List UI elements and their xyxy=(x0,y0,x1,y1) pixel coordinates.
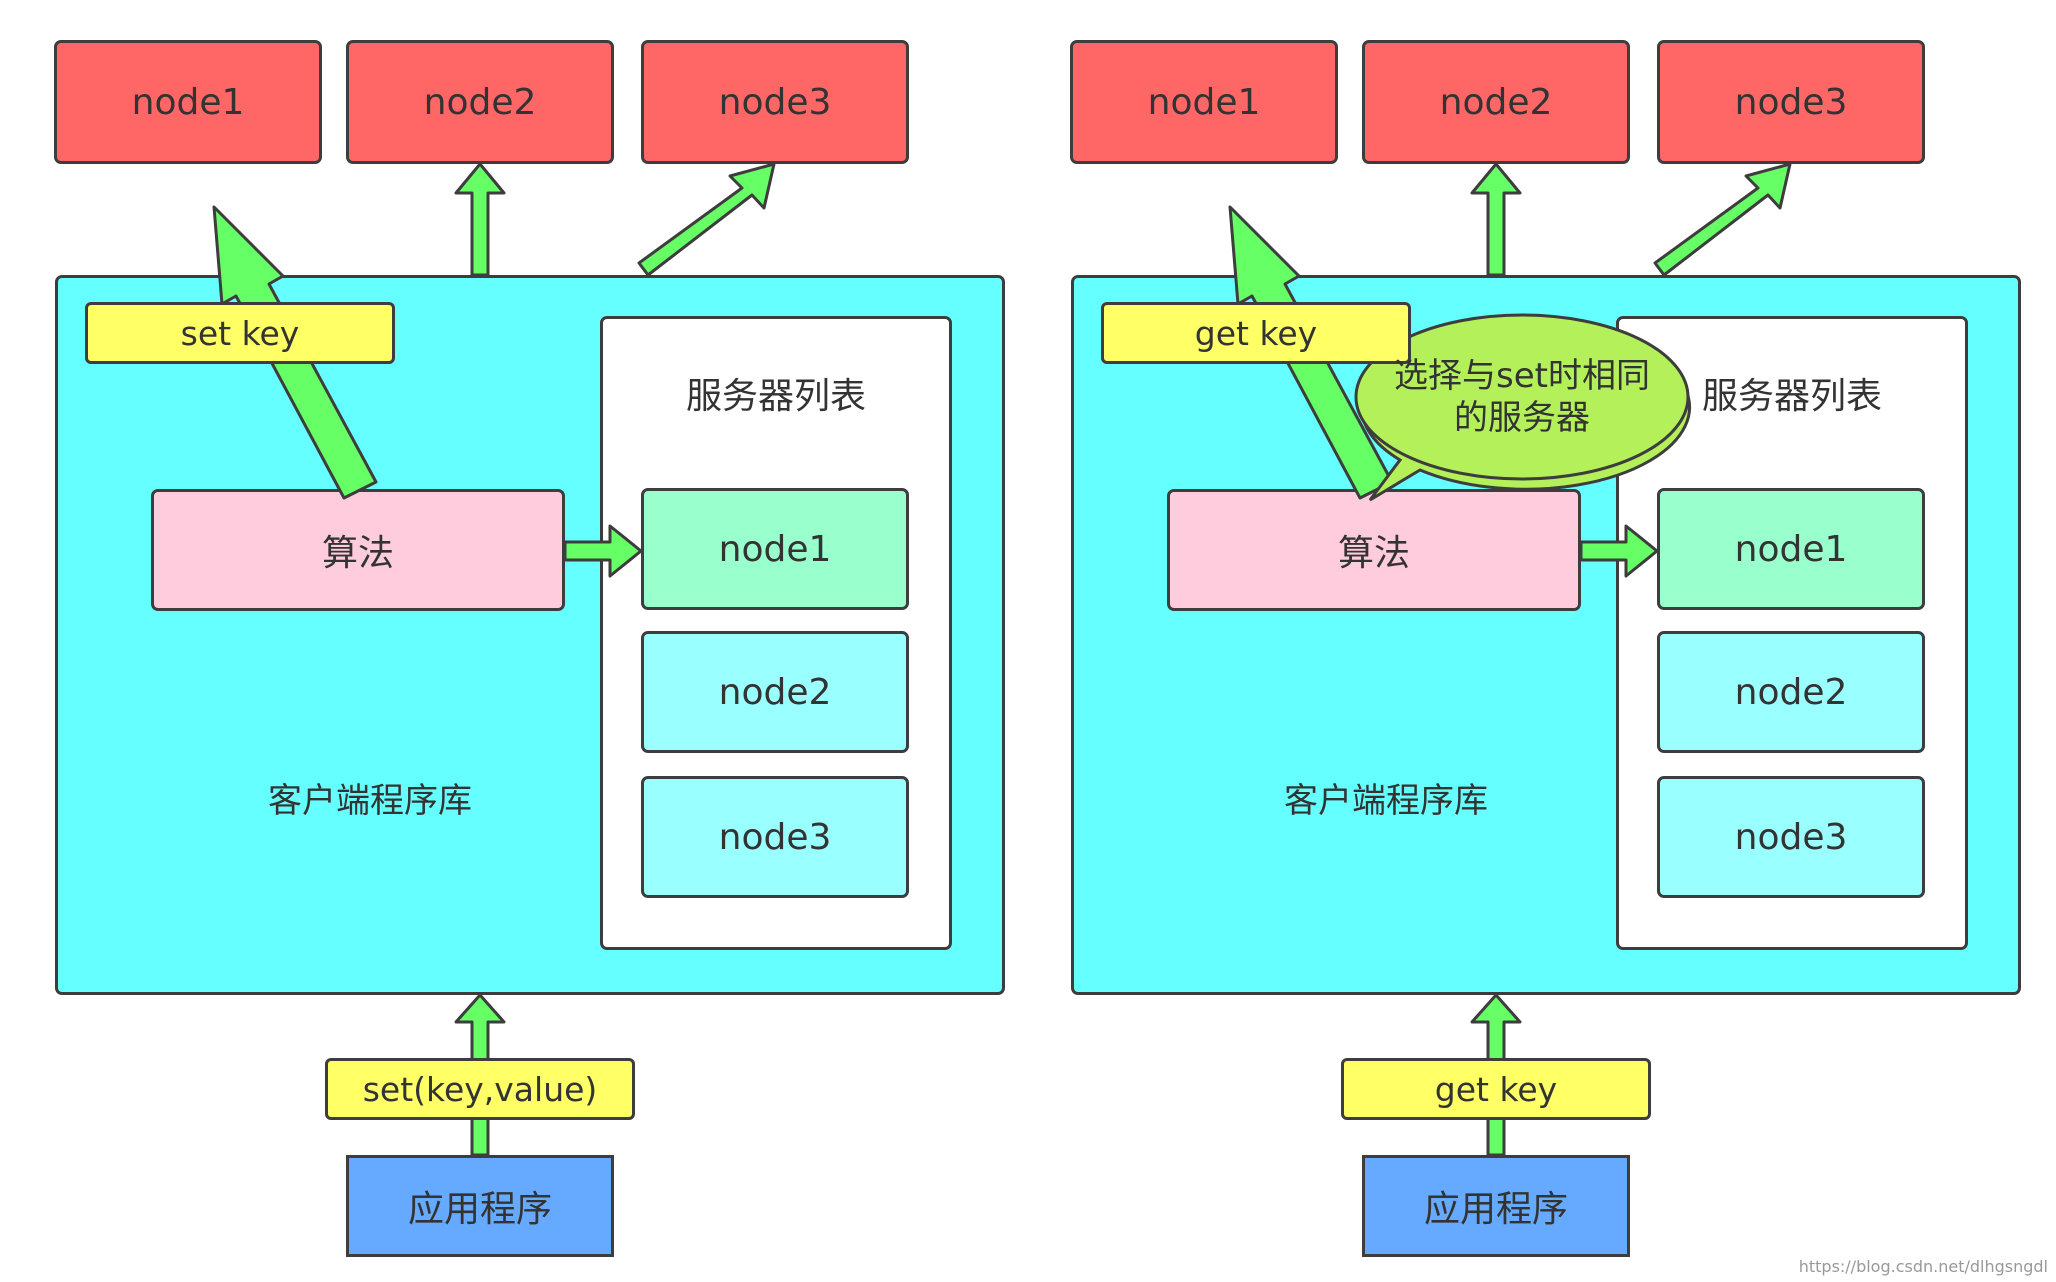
right-top-node1: node1 xyxy=(1070,40,1338,164)
right-top-node2: node2 xyxy=(1362,40,1630,164)
left-application-box: 应用程序 xyxy=(346,1155,614,1257)
right-server-list-node2: node2 xyxy=(1657,631,1925,753)
left-set-key-label: set key xyxy=(85,302,395,364)
left-server-list-node1: node1 xyxy=(641,488,909,610)
right-top-node3: node3 xyxy=(1657,40,1925,164)
left-arrow-to-list xyxy=(563,524,643,578)
right-client-library-label: 客户端程序库 xyxy=(1284,781,1488,821)
left-top-node1: node1 xyxy=(54,40,322,164)
left-set-request-label: set(key,value) xyxy=(325,1058,635,1120)
left-server-list-title: 服务器列表 xyxy=(685,376,866,417)
left-algorithm-box: 算法 xyxy=(151,489,565,611)
left-top-node3: node3 xyxy=(641,40,909,164)
right-server-list-node3: node3 xyxy=(1657,776,1925,898)
right-arrow-to-list xyxy=(1579,524,1659,578)
left-top-node2: node2 xyxy=(346,40,614,164)
right-callout-shape xyxy=(1354,313,1692,502)
left-client-library-label: 客户端程序库 xyxy=(268,781,472,821)
left-server-list-node2: node2 xyxy=(641,631,909,753)
watermark-text: https://blog.csdn.net/dlhgsngdl xyxy=(1798,1257,2048,1276)
right-arrow-to-node2 xyxy=(1470,162,1522,277)
right-callout-line2: 的服务器 xyxy=(1454,398,1590,438)
right-callout-text: 选择与set时相同 的服务器 xyxy=(1362,345,1682,449)
left-arrow-to-node3 xyxy=(637,162,776,277)
right-callout-line1: 选择与set时相同 xyxy=(1394,356,1650,396)
left-arrow-to-node2 xyxy=(454,162,506,277)
right-server-list-node1: node1 xyxy=(1657,488,1925,610)
right-get-key-label: get key xyxy=(1101,302,1411,364)
left-server-list-node3: node3 xyxy=(641,776,909,898)
right-get-request-label: get key xyxy=(1341,1058,1651,1120)
right-server-list-title: 服务器列表 xyxy=(1701,376,1882,417)
right-arrow-to-node3 xyxy=(1653,162,1792,277)
